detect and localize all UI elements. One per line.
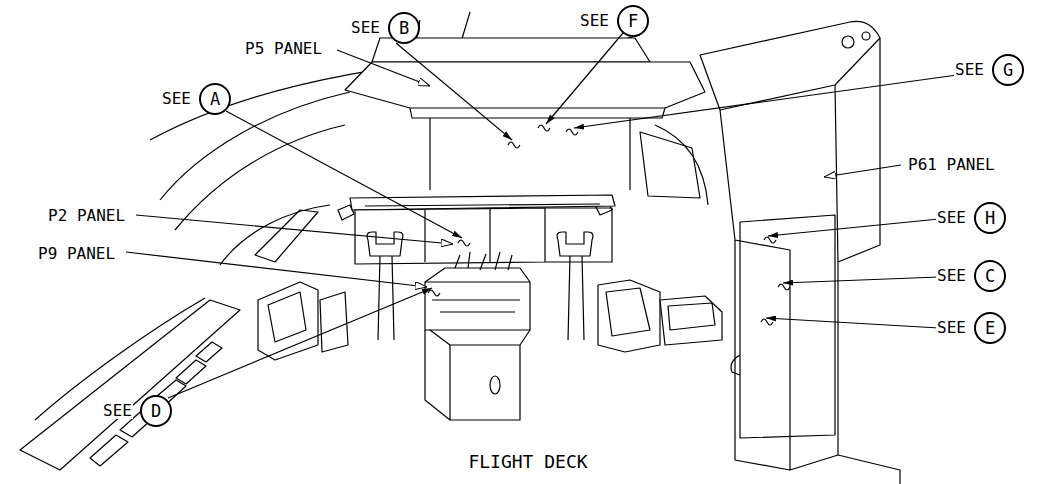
see-text: SEE [579, 13, 610, 29]
see-text: SEE [954, 62, 985, 78]
detail-letter: A [199, 83, 231, 115]
callout-circle: SEE H [936, 202, 1006, 234]
see-text: SEE [936, 210, 967, 226]
detail-letter: C [974, 260, 1006, 292]
callout-circle: SEE F [579, 5, 649, 37]
panel-label: P61 PANEL [906, 156, 997, 174]
detail-letter: G [992, 54, 1024, 86]
callout-circle: SEE G [954, 54, 1024, 86]
detail-letter: E [974, 312, 1006, 344]
see-text: SEE [936, 320, 967, 336]
callout-circle: SEE A [161, 83, 231, 115]
callout-circle: SEE B [350, 12, 420, 44]
see-text: SEE [350, 20, 381, 36]
panel-label: P9 PANEL [36, 245, 117, 263]
detail-letter: H [974, 202, 1006, 234]
callout-circle: SEE C [936, 260, 1006, 292]
detail-letter: B [388, 12, 420, 44]
detail-letter: F [617, 5, 649, 37]
see-text: SEE [102, 403, 133, 419]
see-text: SEE [936, 268, 967, 284]
figure-caption: FLIGHT DECK [466, 452, 589, 472]
detail-letter: D [140, 395, 172, 427]
see-text: SEE [161, 91, 192, 107]
callout-circle: SEE D [102, 395, 172, 427]
callout-circle: SEE E [936, 312, 1006, 344]
panel-label: P2 PANEL [46, 207, 127, 225]
panel-label: P5 PANEL [243, 40, 324, 58]
